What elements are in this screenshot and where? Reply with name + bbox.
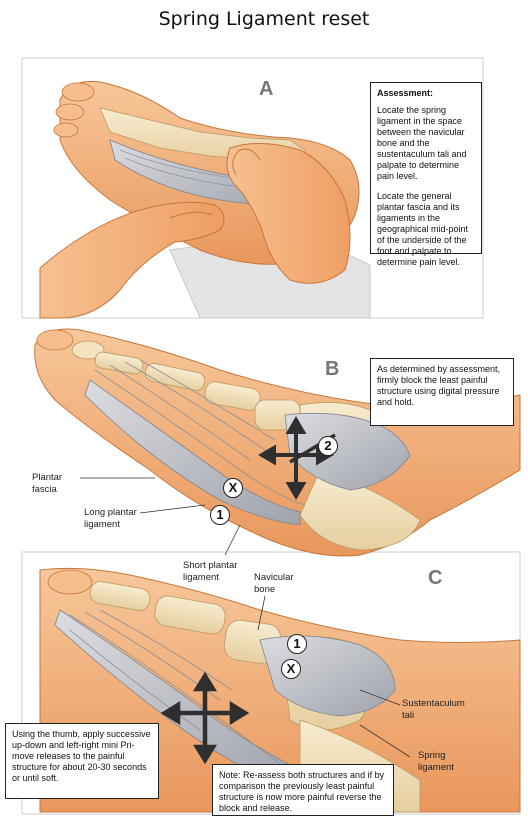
panel-a-drawing [39,80,371,319]
assessment-plantar-fascia: Locate the general plantar fascia and it… [377,191,469,267]
block-instruction-text: As determined by assessment, firmly bloc… [377,364,501,407]
marker-x-c: X [281,659,301,679]
reassess-note-callout: Note: Re-assess both structures and if b… [212,764,394,816]
label-plantar-fascia: Plantar fascia [32,472,63,495]
page-title: Spring Ligament reset [158,8,370,30]
marker-1-c: 1 [287,634,307,654]
panel-b-drawing [34,328,521,557]
assessment-callout: Assessment: Locate the spring ligament i… [370,82,482,267]
label-short-plantar-ligament: Short plantar ligament [183,560,238,583]
marker-1-b: 1 [210,505,230,525]
panel-b-letter: B [325,358,340,380]
label-spring-ligament: Spring ligament [418,750,454,773]
marker-x-b: X [223,478,243,498]
release-instruction-text: Using the thumb, apply successive up-dow… [12,729,151,783]
reassess-note-text: Note: Re-assess both structures and if b… [219,770,385,813]
panel-a-letter: A [259,78,274,100]
label-navicular-bone: Navicular bone [254,572,294,595]
assessment-heading: Assessment: [377,88,434,98]
assessment-spring-ligament: Locate the spring ligament in the space … [377,105,467,181]
release-instruction-callout: Using the thumb, apply successive up-dow… [5,723,159,799]
label-sustentaculum-tali: Sustentaculum tali [402,698,465,721]
marker-2-b: 2 [318,436,338,456]
panel-c-letter: C [428,567,443,589]
label-long-plantar-ligament: Long plantar ligament [84,507,137,530]
block-instruction-callout: As determined by assessment, firmly bloc… [370,358,514,426]
